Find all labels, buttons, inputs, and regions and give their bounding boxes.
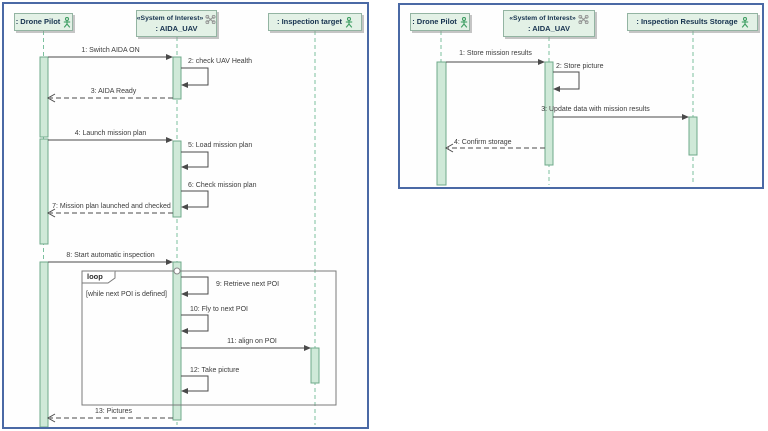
arrowhead [181,388,188,394]
open-arrowhead [46,93,56,103]
activation-bar [172,140,182,218]
activation-bar [436,61,447,186]
lifeline-name: : AIDA_UAV [527,23,571,33]
message-label-9: 9: Retrieve next POI [216,281,280,288]
activation-bar [310,347,320,384]
self-message-arrow [181,276,209,295]
lifeline-head-drone-pilot: : Drone Pilot [14,13,73,31]
lifeline-name: : Inspection target [276,17,342,27]
message-label-4: 4: Confirm storage [454,139,512,146]
arrowhead [553,86,560,92]
lifeline-name: : Inspection Results Storage [636,17,738,27]
activation-bars [39,56,320,427]
lifeline-stereotype: «System of Interest» [136,14,204,22]
message-label-3: 3: AIDA Ready [90,88,137,95]
message-label-2: 2: Store picture [556,63,604,70]
lifeline-head-aida-uav: «System of Interest» : AIDA_UAV [136,10,217,37]
loop-fragment-border [81,270,337,406]
self-message-arrow [181,67,209,86]
arrowhead [538,59,545,65]
arrowhead [181,164,188,170]
loop-operator-label: loop [87,272,103,281]
message-label-7: 7: Mission plan launched and checked [52,203,171,210]
loop-guard-label: [while next POI is defined] [86,291,167,298]
arrowhead [682,114,689,120]
lifeline-head-drone-pilot: : Drone Pilot [410,13,470,31]
message-label-3: 3: Update data with mission results [541,106,650,113]
drone-icon [205,14,216,24]
open-arrowhead [46,208,56,218]
actor-icon [460,16,468,28]
arrowhead [181,291,188,297]
lifeline-stereotype: «System of Interest» [509,14,576,22]
sequence-diagram-left: : Drone Pilot «System of Interest» : AID… [2,2,369,429]
lifeline-name: : Drone Pilot [15,17,61,27]
self-message-arrow [553,71,580,90]
activation-bars [436,61,698,186]
diagram-graphics-left [39,31,337,427]
activation-bar [39,261,49,427]
self-message-arrow [181,375,209,392]
sequence-diagram-right: : Drone Pilot «System of Interest» : AID… [398,3,764,189]
message-label-4: 4: Launch mission plan [74,130,147,137]
arrowhead [181,204,188,210]
message-label-12: 12: Take picture [190,367,240,374]
lifeline-name: : Drone Pilot [412,17,457,27]
activation-bar [39,56,49,138]
message-label-5: 5: Load mission plan [188,142,253,149]
message-label-6: 6: Check mission plan [188,182,257,189]
arrowhead [166,137,173,143]
message-label-8: 8: Start automatic inspection [66,252,155,259]
activation-bar [688,116,698,156]
message-label-1: 1: Store mission results [459,50,532,57]
arrowhead [166,259,173,265]
open-arrowhead [444,143,454,153]
arrowhead [181,82,188,88]
lifeline-head-inspection-results-storage: : Inspection Results Storage [627,13,758,31]
arrowhead [181,328,188,334]
message-label-13: 13: Pictures [95,408,132,415]
lifeline-name: : AIDA_UAV [155,23,198,33]
self-message-arrow [181,151,209,168]
activation-bar [544,61,554,166]
drone-icon [578,14,589,24]
actor-icon [64,16,71,28]
message-label-2: 2: check UAV Health [188,58,253,65]
open-arrowhead [46,413,56,423]
activation-bar [172,56,182,100]
loop-operator-tab [82,271,116,284]
lifeline-head-aida-uav: «System of Interest» : AIDA_UAV [503,10,595,37]
actor-icon [345,16,353,28]
lifeline-head-inspection-target: : Inspection target [268,13,362,31]
message-arrows [46,54,311,423]
message-label-11: 11: align on POI [227,338,277,345]
message-label-10: 10: Fly to next POI [190,306,248,313]
activation-bar [172,261,182,421]
self-message-arrow [181,314,209,332]
diagram-graphics-right [436,31,698,186]
self-message-arrow [181,190,209,208]
arrowhead [166,54,173,60]
arrowhead [304,345,311,351]
actor-icon [741,16,748,28]
message-arrows [444,59,689,153]
activation-start-circle [173,267,181,275]
message-label-1: 1: Switch AIDA ON [81,47,140,54]
activation-bar [39,138,49,245]
